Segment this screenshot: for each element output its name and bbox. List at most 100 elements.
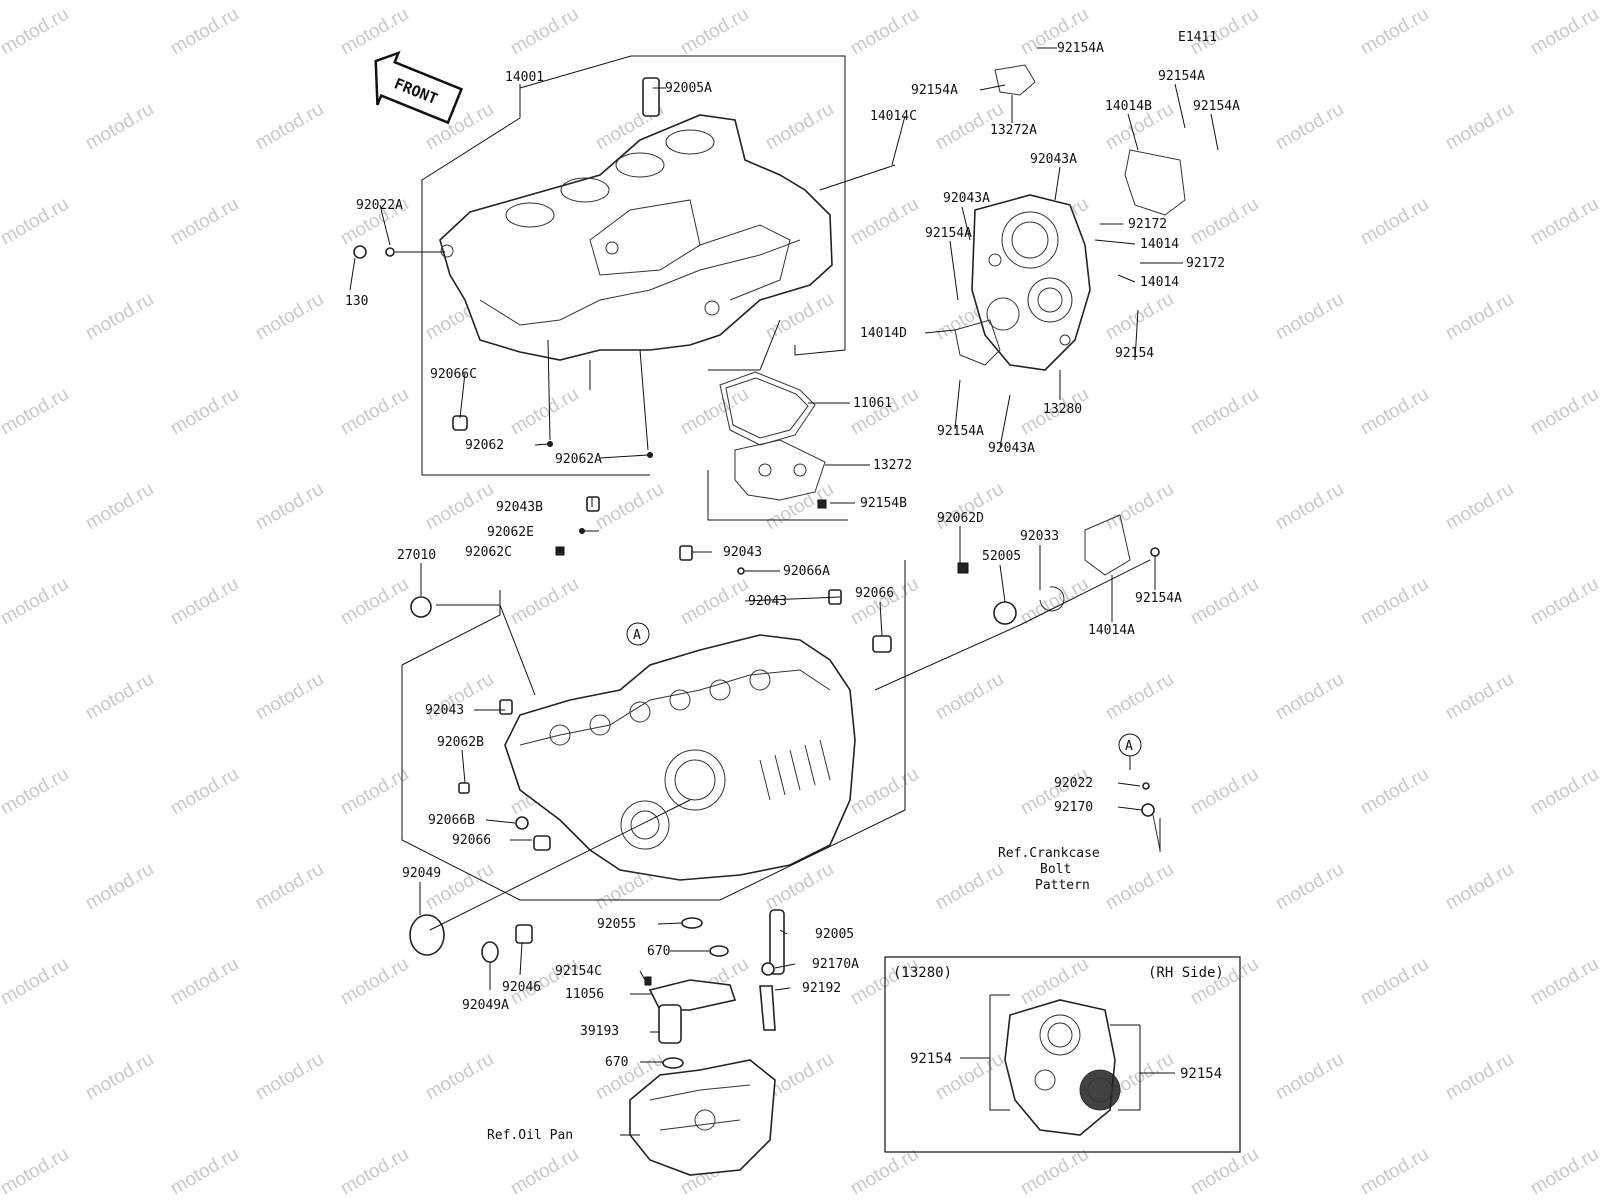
bolt-130 (353, 245, 367, 259)
circlip-92033 (1039, 586, 1065, 612)
watermark-text: motod.ru (1527, 574, 1600, 630)
watermark-text: motod.ru (167, 1144, 242, 1200)
part-label-p92062: 92062 (465, 438, 504, 453)
watermark-text: motod.ru (1272, 479, 1347, 535)
sprocket-52005 (993, 601, 1017, 625)
watermark-text: motod.ru (0, 384, 72, 440)
watermark-text: motod.ru (1102, 669, 1177, 725)
watermark-text: motod.ru (507, 384, 582, 440)
watermark-text: motod.ru (252, 669, 327, 725)
watermark-text: motod.ru (337, 384, 412, 440)
watermark-text: motod.ru (167, 574, 242, 630)
watermark-text: motod.ru (0, 954, 72, 1010)
watermark-text: motod.ru (1527, 384, 1600, 440)
watermark-text: motod.ru (0, 1144, 72, 1200)
rh-cover-drawing (954, 64, 1186, 371)
part-label-p92066A: 92066A (783, 564, 830, 579)
watermark-text: motod.ru (1442, 669, 1517, 725)
leader-line (1117, 274, 1136, 283)
inset-label-92154-left: 92154 (910, 1051, 952, 1067)
part-label-p92154A-f: 92154A (1135, 591, 1182, 606)
watermark-text: motod.ru (252, 1049, 327, 1105)
leader-line (547, 339, 551, 441)
watermark-text: motod.ru (677, 574, 752, 630)
watermark-text: motod.ru (1357, 384, 1432, 440)
part-label-p14001: 14001 (505, 70, 544, 85)
leader-line (879, 601, 883, 637)
part-label-p92033: 92033 (1020, 529, 1059, 544)
part-label-p11061: 11061 (853, 396, 892, 411)
part-label-p130: 130 (345, 294, 368, 309)
watermark-text: motod.ru (1102, 859, 1177, 915)
part-label-p13272A: 13272A (990, 123, 1037, 138)
part-label-p14014B: 14014B (1105, 99, 1152, 114)
watermark-text: motod.ru (1527, 954, 1600, 1010)
part-label-ref-oil-pan: Ref.Oil Pan (487, 1128, 573, 1143)
watermark-text: motod.ru (337, 954, 412, 1010)
svg-text:A: A (633, 628, 641, 643)
part-label-p92043-b: 92043 (748, 594, 787, 609)
leader-line (599, 454, 649, 459)
front-arrow-icon: FRONT (374, 50, 464, 125)
watermark-text: motod.ru (337, 764, 412, 820)
watermark-text: motod.ru (82, 99, 157, 155)
part-label-p92154A-c: 92154A (1193, 99, 1240, 114)
part-label-p92172-b: 92172 (1186, 256, 1225, 271)
watermark-text: motod.ru (1357, 574, 1432, 630)
part-label-p92154B: 92154B (860, 496, 907, 511)
oil-pan-drawing (629, 1059, 776, 1176)
watermark-text: motod.ru (1272, 1049, 1347, 1105)
part-label-p92154C: 92154C (555, 964, 602, 979)
leader-line (949, 240, 959, 301)
watermark-text: motod.ru (932, 669, 1007, 725)
leader-line (1210, 113, 1219, 151)
part-label-p92154A-d: 92154A (925, 226, 972, 241)
leader-line (999, 394, 1011, 448)
part-label-p92154A-top: 92154A (1057, 41, 1104, 56)
leader-line (961, 206, 971, 241)
part-label-p92172-a: 92172 (1128, 217, 1167, 232)
washer-92022A (385, 247, 395, 257)
bearing-92066 (872, 635, 892, 653)
leader-line (774, 987, 791, 991)
watermark-text: motod.ru (1442, 99, 1517, 155)
watermark-text: motod.ru (1187, 194, 1262, 250)
watermark-text: motod.ru (167, 954, 242, 1010)
part-label-p92154A-b: 92154A (1158, 69, 1205, 84)
watermark-text: motod.ru (1527, 194, 1600, 250)
watermark-text: motod.ru (167, 4, 242, 60)
watermark-text: motod.ru (167, 764, 242, 820)
callout-a-marker: A (626, 622, 650, 646)
part-label-p92066-b: 92066 (452, 833, 491, 848)
part-label-p14014-b: 14014 (1140, 275, 1179, 290)
watermark-text: motod.ru (1187, 384, 1262, 440)
leader-line (1127, 113, 1139, 151)
inset-rh-side: (13280) (RH Side) 92154 92154 (884, 956, 1241, 1153)
inset-title: (13280) (893, 965, 952, 981)
part-label-ref-bolt-3: Pattern (1035, 878, 1090, 893)
watermark-text: motod.ru (592, 479, 667, 535)
leader-line (891, 115, 906, 166)
watermark-text: motod.ru (1102, 479, 1177, 535)
part-label-p92062B: 92062B (437, 735, 484, 750)
part-label-p92154: 92154 (1115, 346, 1154, 361)
part-label-p92066: 92066 (855, 586, 894, 601)
watermark-text: motod.ru (1357, 764, 1432, 820)
part-label-p92043A-c: 92043A (988, 441, 1035, 456)
oil-pressure-switch-27010 (410, 596, 432, 618)
pipe-92005 (769, 909, 785, 975)
part-label-p52005: 52005 (982, 549, 1021, 564)
watermark-text: motod.ru (252, 289, 327, 345)
watermark-text: motod.ru (252, 859, 327, 915)
part-label-p92066C: 92066C (430, 367, 477, 382)
leader-line (759, 319, 781, 371)
leader-line (1019, 559, 1151, 626)
part-label-p92154A-a: 92154A (911, 83, 958, 98)
watermark-text: motod.ru (932, 859, 1007, 915)
leader-line (349, 257, 356, 291)
part-label-p92049A: 92049A (462, 998, 509, 1013)
leader-line (1117, 782, 1141, 787)
part-label-p27010: 27010 (397, 548, 436, 563)
